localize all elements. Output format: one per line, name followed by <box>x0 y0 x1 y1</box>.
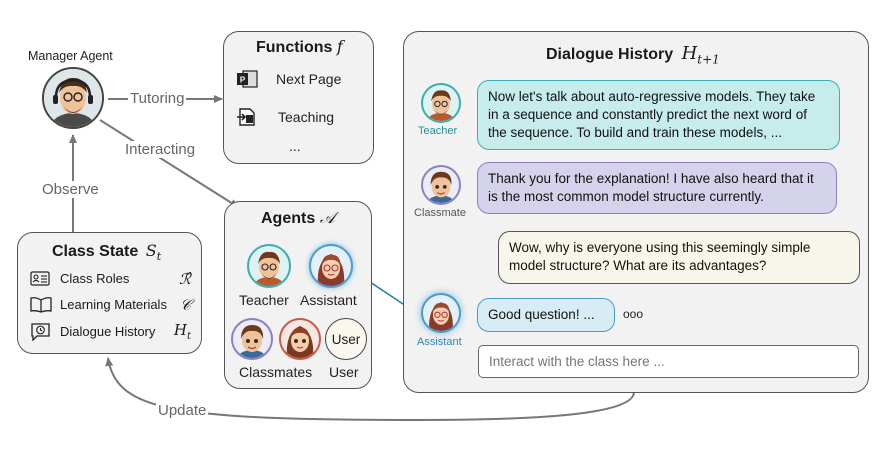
class-roles-label: Class Roles <box>60 271 130 286</box>
dialogue-history-label: Dialogue History <box>60 324 156 339</box>
teaching-icon <box>237 108 255 126</box>
book-icon <box>30 297 52 313</box>
interacting-arrow <box>99 119 239 208</box>
assistant-message: Good question! ... <box>477 298 615 332</box>
agents-symbol: 𝒜 <box>319 208 335 227</box>
teacher-speaker-label: Teacher <box>418 125 458 137</box>
dialogue-history-symbol-sub: t+1 <box>697 52 720 67</box>
chat-history-icon <box>31 323 50 341</box>
agents-title: Agents 𝒜 <box>261 208 335 227</box>
interacting-label: Interacting <box>123 141 198 158</box>
user-avatar-text: User <box>331 331 361 347</box>
function-more: ... <box>289 138 301 154</box>
user-avatar[interactable]: User <box>325 318 367 360</box>
teacher-avatar <box>421 83 461 123</box>
assistant-label: Assistant <box>300 292 357 308</box>
dialogue-history-symbol: H <box>681 43 698 64</box>
classmates-label: Classmates <box>239 364 313 380</box>
update-arrow <box>105 357 635 422</box>
class-state-panel: Class State St Class Roles ℛ̂ Learning M… <box>17 232 202 354</box>
interact-input[interactable] <box>478 345 859 378</box>
class-state-symbol-sub: t <box>156 250 162 264</box>
id-card-icon <box>30 271 50 286</box>
dialogue-history-panel: Dialogue History Ht+1 Teacher Now let's … <box>403 31 869 393</box>
functions-panel: Functions f P Next Page Teaching ... <box>223 31 374 164</box>
dialogue-history-symbol: H <box>173 321 187 339</box>
classmate-avatar[interactable] <box>279 318 321 360</box>
class-state-row-roles: Class Roles ℛ̂ <box>30 269 195 288</box>
class-roles-symbol: ℛ̂ <box>179 269 191 288</box>
functions-title: Functions f <box>256 37 343 56</box>
agents-panel: Agents 𝒜 Teacher Assistant <box>224 201 372 389</box>
svg-text:P: P <box>240 76 246 85</box>
assistant-speaker-label: Assistant <box>417 336 462 348</box>
class-state-row-dialogue: Dialogue History Ht <box>30 321 195 342</box>
function-next-page[interactable]: P Next Page <box>236 69 341 89</box>
user-message: Wow, why is everyone using this seemingl… <box>498 231 860 284</box>
update-label: Update <box>156 402 209 419</box>
function-label: Next Page <box>276 71 342 87</box>
dialogue-history-symbol-sub: t <box>186 331 191 342</box>
teacher-avatar[interactable] <box>247 244 291 288</box>
tutoring-label: Tutoring <box>128 90 187 107</box>
classmate-avatar <box>421 165 461 205</box>
manager-agent-label: Manager Agent <box>28 49 113 63</box>
dialogue-history-title: Dialogue History Ht+1 <box>546 43 720 67</box>
typing-indicator: ooo <box>623 307 644 321</box>
class-state-row-materials: Learning Materials 𝒞 <box>30 295 195 314</box>
observe-label: Observe <box>40 181 101 198</box>
functions-symbol: f <box>336 37 343 56</box>
classmate-message: Thank you for the explanation! I have al… <box>477 162 837 214</box>
manager-agent-avatar <box>42 67 104 129</box>
assistant-avatar[interactable] <box>309 244 353 288</box>
function-teaching[interactable]: Teaching <box>236 107 334 127</box>
teacher-label: Teacher <box>239 292 289 308</box>
presentation-icon: P <box>237 70 258 88</box>
class-state-title: Class State St <box>52 241 162 264</box>
user-label: User <box>329 364 359 380</box>
learning-materials-label: Learning Materials <box>60 297 167 312</box>
classmate-avatar[interactable] <box>231 318 273 360</box>
class-state-symbol: S <box>145 241 157 260</box>
teacher-message: Now let's talk about auto-regressive mod… <box>477 80 840 150</box>
function-label: Teaching <box>278 109 335 125</box>
learning-materials-symbol: 𝒞 <box>180 295 191 314</box>
classmate-speaker-label: Classmate <box>414 207 466 219</box>
assistant-avatar <box>421 293 461 333</box>
